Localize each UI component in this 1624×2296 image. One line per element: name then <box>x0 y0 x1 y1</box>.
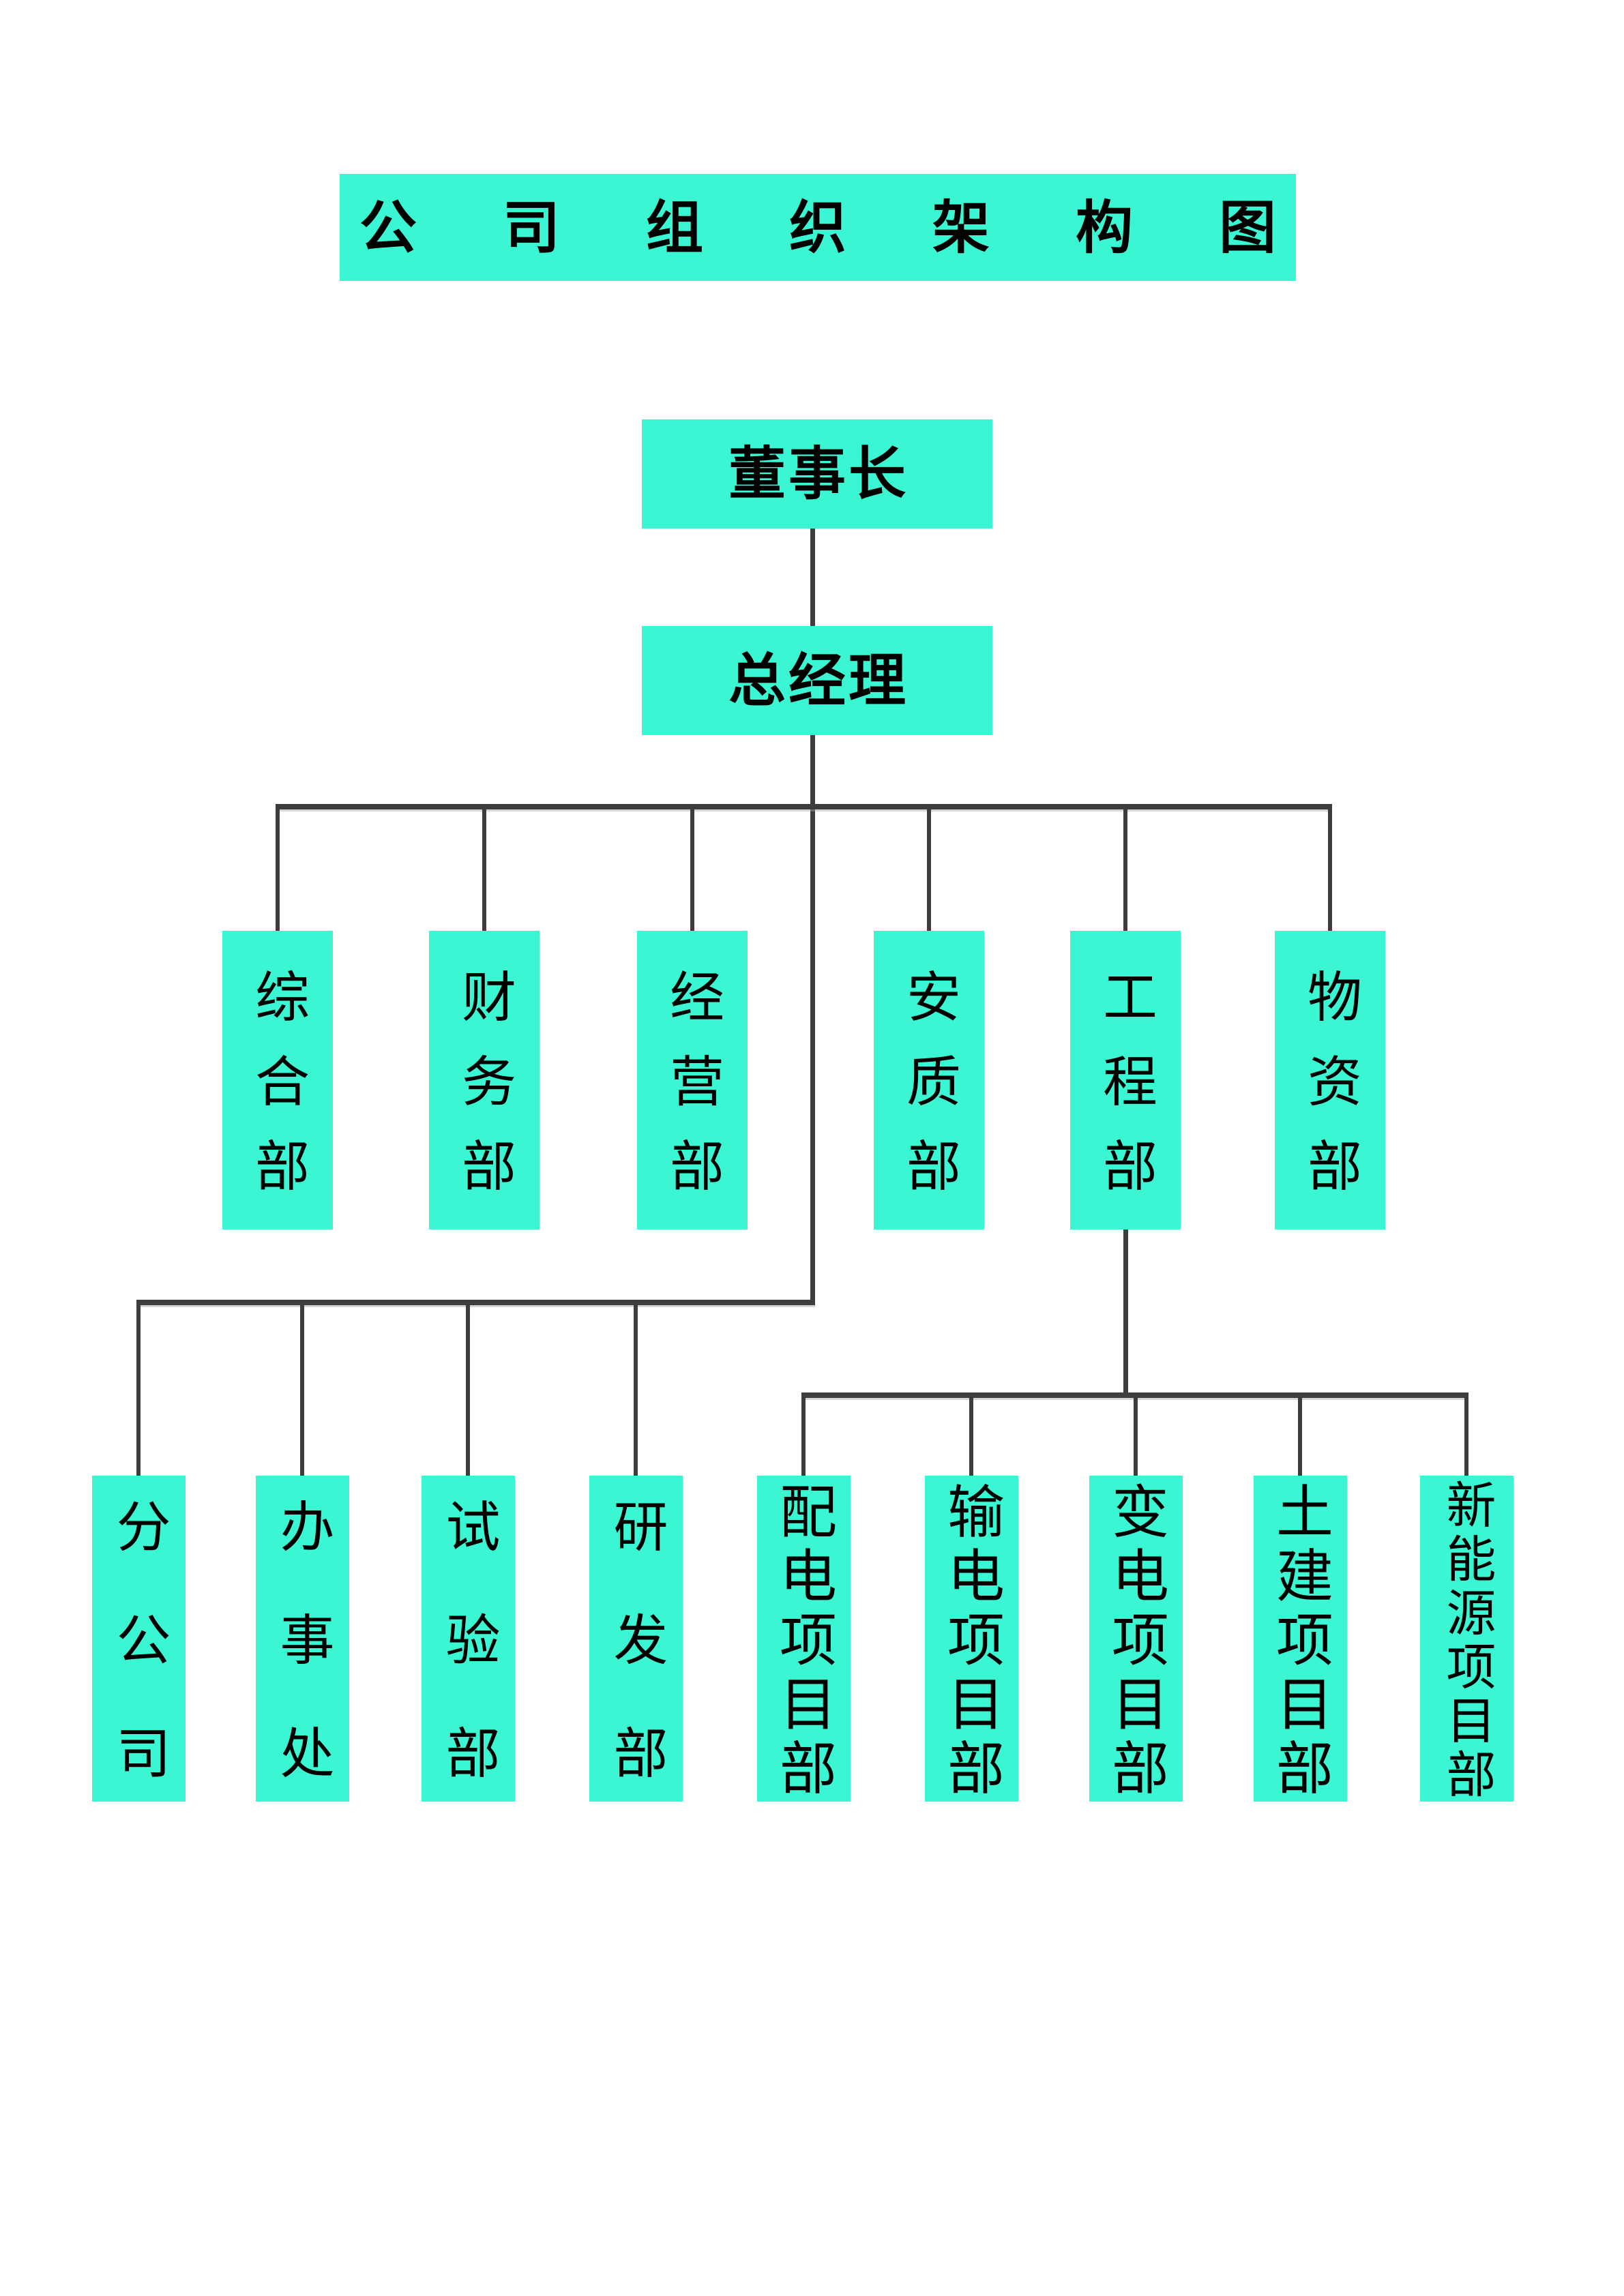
org-node-label: 配电项目部 <box>770 1482 838 1802</box>
chart-title: 公司组织架构图 <box>359 194 1362 261</box>
org-node-substation-project-dept: 变电项目部 <box>1089 1476 1183 1802</box>
org-node-label: 研发部 <box>604 1498 668 1838</box>
org-node-label: 安质部 <box>898 968 961 1222</box>
org-node-safety-quality-dept: 安质部 <box>874 931 984 1229</box>
connector-drop-project-4 <box>1298 1398 1302 1476</box>
connector-drop-project-1 <box>801 1398 806 1476</box>
connector-drop-dept-6 <box>1328 807 1332 931</box>
org-node-transmission-project-dept: 输电项目部 <box>925 1476 1018 1802</box>
org-node-label: 土建项目部 <box>1267 1482 1334 1802</box>
connector-gm-trunk <box>810 735 815 1305</box>
org-node-label: 办事处 <box>271 1498 335 1838</box>
connector-gm-units-horizontal <box>136 1300 815 1305</box>
org-node-label: 工程部 <box>1094 968 1157 1222</box>
org-node-finance-dept: 财务部 <box>429 931 540 1229</box>
connector-engineering-trunk <box>1123 1229 1128 1392</box>
org-node-distribution-project-dept: 配电项目部 <box>757 1476 851 1802</box>
org-node-chairman: 董事长 <box>642 419 992 528</box>
connector-projects-horizontal <box>801 1392 1468 1398</box>
connector-drop-dept-5 <box>1123 807 1127 931</box>
org-node-office: 办事处 <box>256 1476 349 1838</box>
connector-drop-project-5 <box>1464 1398 1468 1476</box>
org-node-label: 输电项目部 <box>938 1482 1005 1802</box>
connector-drop-unit-1 <box>136 1305 141 1476</box>
org-node-label: 财务部 <box>453 968 516 1222</box>
connector-drop-project-2 <box>969 1398 973 1476</box>
connector-drop-project-3 <box>1134 1398 1138 1476</box>
org-node-testing-dept: 试验部 <box>422 1476 515 1838</box>
org-node-label: 综合部 <box>246 968 310 1222</box>
connector-drop-unit-4 <box>634 1305 638 1476</box>
chart-title-box: 公司组织架构图 <box>340 174 1296 281</box>
org-node-materials-dept: 物资部 <box>1275 931 1385 1229</box>
connector-drop-unit-3 <box>466 1305 470 1476</box>
org-node-label: 试验部 <box>437 1498 501 1838</box>
connector-drop-dept-3 <box>690 807 694 931</box>
org-node-label: 变电项目部 <box>1102 1482 1170 1802</box>
org-node-label: 物资部 <box>1299 968 1362 1222</box>
org-node-engineering-dept: 工程部 <box>1070 931 1181 1229</box>
org-node-rnd-dept: 研发部 <box>589 1476 683 1838</box>
org-node-general-affairs-dept: 综合部 <box>222 931 333 1229</box>
org-node-label: 新能源项目部 <box>1438 1479 1496 1802</box>
connector-drop-unit-2 <box>300 1305 304 1476</box>
connector-departments-horizontal <box>276 804 1332 809</box>
org-node-general-manager-label: 总经理 <box>728 647 909 714</box>
org-node-branch-company: 分公司 <box>92 1476 186 1838</box>
org-node-label: 分公司 <box>107 1498 171 1838</box>
org-node-operations-dept: 经营部 <box>637 931 748 1229</box>
connector-drop-dept-2 <box>482 807 486 931</box>
org-node-label: 经营部 <box>661 968 724 1222</box>
connector-drop-dept-4 <box>927 807 931 931</box>
org-node-chairman-label: 董事长 <box>728 441 909 507</box>
org-node-general-manager: 总经理 <box>642 626 992 735</box>
connector-drop-dept-1 <box>276 807 280 931</box>
org-node-new-energy-project-dept: 新能源项目部 <box>1420 1476 1514 1802</box>
connector-chairman-to-gm <box>810 528 815 626</box>
org-node-civil-works-project-dept: 土建项目部 <box>1254 1476 1347 1802</box>
